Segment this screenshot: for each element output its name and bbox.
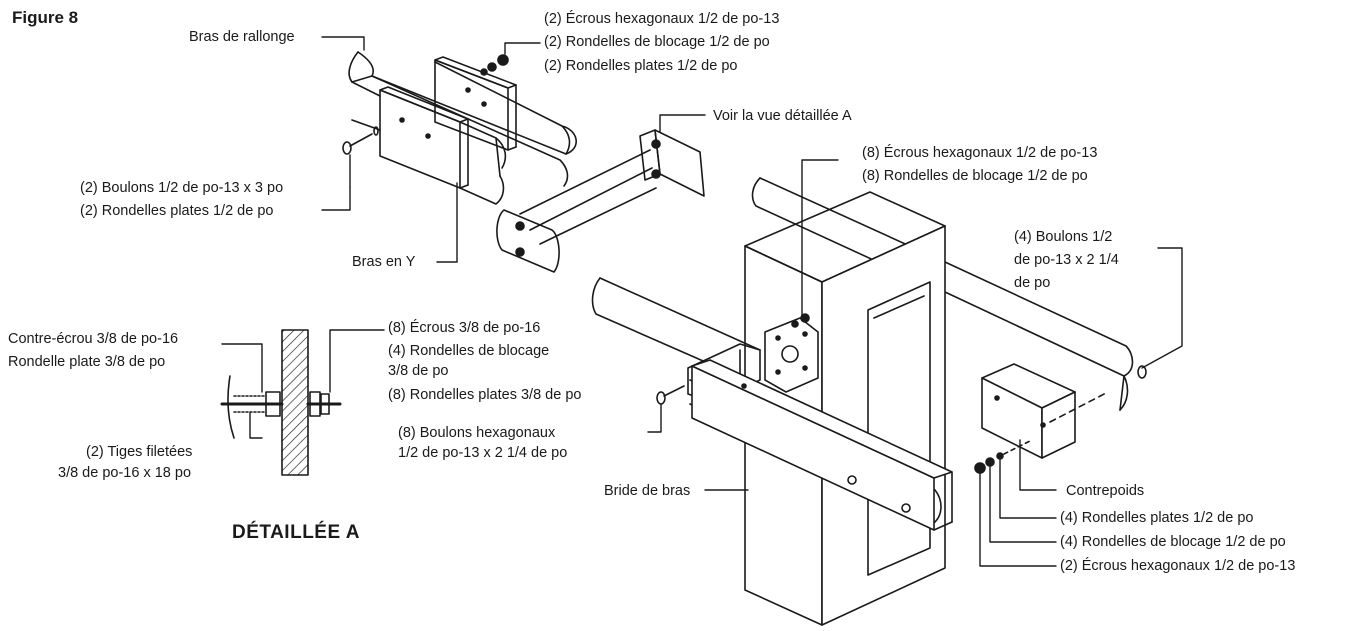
extension-plate-back xyxy=(435,57,516,150)
label-top-nuts: (2) Écrous hexagonaux 1/2 de po-13 xyxy=(544,11,780,27)
label-mid-nuts8: (8) Écrous hexagonaux 1/2 de po-13 xyxy=(862,145,1098,161)
label-counterweight: Contrepoids xyxy=(1066,483,1145,499)
label-rods-line2: 3/8 de po-16 x 18 po xyxy=(58,465,192,481)
top-nut-stack xyxy=(481,55,508,75)
counterweight xyxy=(982,364,1108,458)
y-arm xyxy=(352,87,505,204)
label-flat-left: (2) Rondelles plates 1/2 de po xyxy=(80,203,274,219)
label-mid-lock8: (8) Rondelles de blocage 1/2 de po xyxy=(862,168,1088,184)
label-nuts38: (8) Écrous 3/8 de po-16 xyxy=(388,320,541,336)
label-cw-nuts: (2) Écrous hexagonaux 1/2 de po-13 xyxy=(1060,558,1296,574)
extension-arm-back xyxy=(349,52,576,186)
label-bolts4-line2: de po-13 x 2 1/4 xyxy=(1014,252,1119,268)
back-arm xyxy=(753,178,1133,410)
label-hexbolts-line2: 1/2 de po-13 x 2 1/4 de po xyxy=(398,445,568,461)
label-bolts4-line1: (4) Boulons 1/2 xyxy=(1014,229,1113,245)
y-arm-crossbar xyxy=(497,130,704,272)
figure-number: Figure 8 xyxy=(12,8,79,27)
cw-bolt xyxy=(1138,366,1146,378)
label-hexbolts-line1: (8) Boulons hexagonaux xyxy=(398,425,556,441)
front-bolt xyxy=(657,386,684,404)
bolt-left xyxy=(343,127,378,154)
top-mid-nut xyxy=(792,314,809,327)
leader-lines xyxy=(222,37,1182,566)
label-top-lock: (2) Rondelles de blocage 1/2 de po xyxy=(544,34,770,50)
label-rods-line1: (2) Tiges filetées xyxy=(86,444,193,460)
label-flat38-8: (8) Rondelles plates 3/8 de po xyxy=(388,387,582,403)
label-y-arm: Bras en Y xyxy=(352,254,416,270)
label-cw-flat: (4) Rondelles plates 1/2 de po xyxy=(1060,510,1254,526)
label-lock38-line2: 3/8 de po xyxy=(388,363,449,379)
cw-nut-stack xyxy=(975,440,1032,473)
detail-a-drawing xyxy=(222,330,340,475)
label-locknut: Contre-écrou 3/8 de po-16 xyxy=(8,331,179,347)
label-flat38: Rondelle plate 3/8 de po xyxy=(8,354,166,370)
label-arm-clamp: Bride de bras xyxy=(604,483,691,499)
label-extension-arm: Bras de rallonge xyxy=(189,29,295,45)
label-lock38-line1: (4) Rondelles de blocage xyxy=(388,343,550,359)
label-bolts-left: (2) Boulons 1/2 de po-13 x 3 po xyxy=(80,180,284,196)
label-see-detail: Voir la vue détaillée A xyxy=(713,108,852,124)
label-cw-lock: (4) Rondelles de blocage 1/2 de po xyxy=(1060,534,1286,550)
arm-clamp-plate xyxy=(688,318,818,402)
detail-a-title: DÉTAILLÉE A xyxy=(232,522,360,543)
label-bolts4-line3: de po xyxy=(1014,275,1051,291)
front-arm-bar xyxy=(692,360,952,530)
label-top-flat: (2) Rondelles plates 1/2 de po xyxy=(544,58,738,74)
